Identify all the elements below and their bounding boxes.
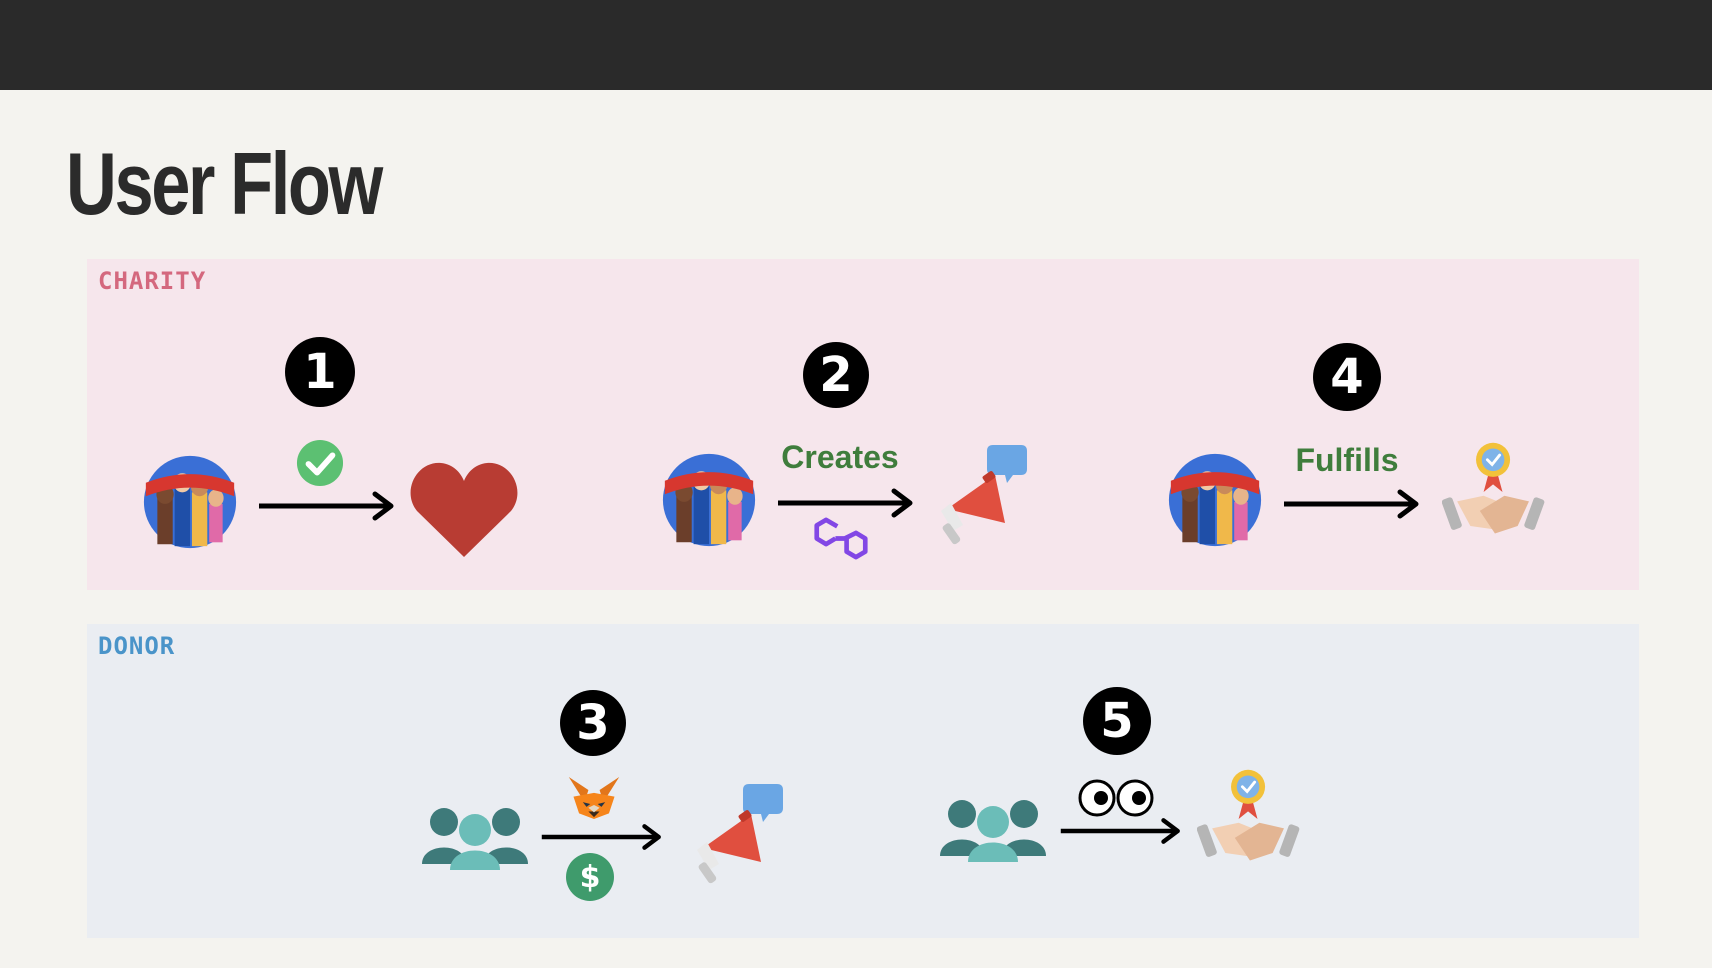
eyes-icon <box>1077 778 1157 818</box>
arrow-icon <box>257 491 397 521</box>
charity-lane-label: CHARITY <box>98 267 207 295</box>
arrow-icon <box>540 822 664 852</box>
step-4-verb: Fulfills <box>1295 442 1399 478</box>
megaphone-icon <box>679 778 789 888</box>
top-bar <box>0 0 1712 90</box>
people-icon <box>938 792 1048 862</box>
polygon-logo-icon <box>813 515 869 562</box>
handshake-badge-icon <box>1197 766 1301 870</box>
donor-lane: DONOR 3 $ 5 <box>87 624 1639 938</box>
step-2-number: 2 <box>803 342 869 408</box>
charity-badge-icon <box>1167 452 1263 548</box>
charity-badge-icon <box>661 452 757 548</box>
page-title: User Flow <box>66 134 383 233</box>
arrow-icon <box>776 488 916 518</box>
arrow-icon <box>1282 489 1422 519</box>
charity-lane: CHARITY 1 2 Creates 4 Fulfills <box>87 259 1639 590</box>
people-icon <box>420 800 530 870</box>
step-5-number: 5 <box>1083 687 1151 755</box>
step-4-number: 4 <box>1313 343 1381 411</box>
step-2-verb: Creates <box>781 439 899 475</box>
checkmark-icon <box>296 439 344 487</box>
handshake-badge-icon <box>1442 439 1546 543</box>
step-3-number: 3 <box>560 690 626 756</box>
heart-icon <box>409 459 519 559</box>
charity-badge-icon <box>142 454 238 550</box>
megaphone-icon <box>923 439 1033 549</box>
dollar-coin-icon: $ <box>565 852 615 902</box>
dollar-symbol: $ <box>579 859 601 895</box>
metamask-fox-icon <box>566 774 622 821</box>
donor-lane-label: DONOR <box>98 632 176 660</box>
step-1-number: 1 <box>285 337 355 407</box>
arrow-icon <box>1059 816 1183 846</box>
